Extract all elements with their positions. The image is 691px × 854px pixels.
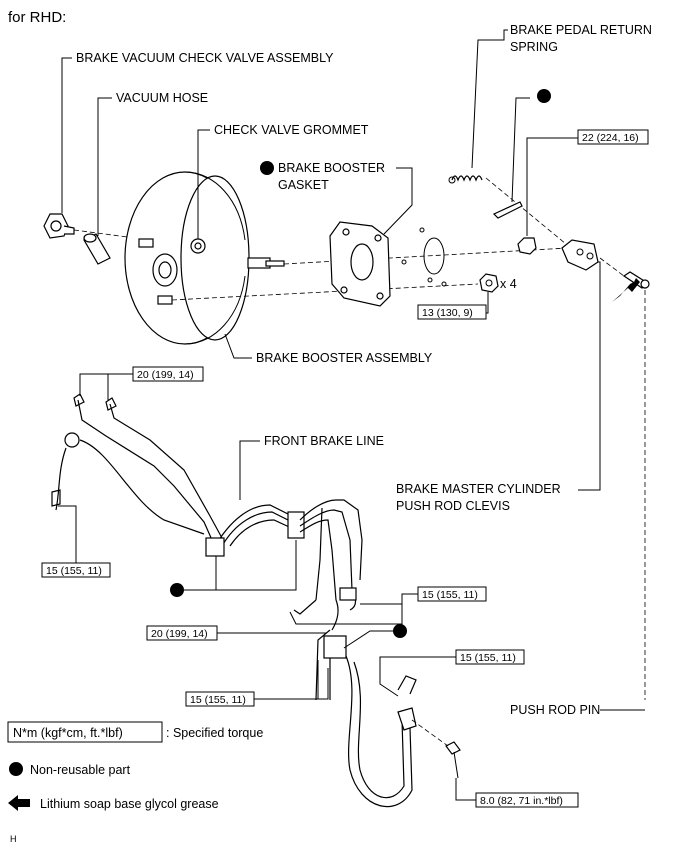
legend-torque-text: : Specified torque [166, 726, 263, 740]
clevis-nut-leader [526, 137, 578, 236]
return-spring-leader [471, 29, 508, 169]
vacuum-hose-part [83, 233, 111, 265]
nonreusable-legend-icon [9, 762, 23, 776]
check-valve-leader [61, 57, 72, 213]
grommet-leader [197, 129, 210, 239]
alignment-line [73, 229, 197, 247]
alignment-line [411, 719, 449, 747]
bracket-bolt-leader [455, 778, 476, 801]
booster-assembly-leader [224, 333, 252, 359]
check-valve-grommet-label: CHECK VALVE GROMMET [214, 123, 369, 137]
push-rod-pin-label: PUSH ROD PIN [510, 703, 600, 717]
vacuum-hose-leader [97, 97, 112, 236]
clevis-nut-part [517, 237, 537, 255]
booster-gasket-label-line1: BRAKE BOOSTER [278, 161, 385, 175]
bracket-bolt-part [445, 741, 461, 779]
clip-part [492, 201, 523, 219]
nonreusable-mark [260, 161, 274, 175]
torque-value-right-lower-union: 15 (155, 11) [460, 652, 516, 664]
legend-torque-box-text: N*m (kgf*cm, ft.*lbf) [13, 726, 123, 740]
alignment-line [599, 257, 625, 277]
nonreusable-mark [393, 624, 407, 638]
brake-line-pipes [51, 393, 417, 808]
torque-value-bracket-bolt: 8.0 (82, 71 in.*lbf) [480, 795, 563, 807]
grease-arrow-icon [612, 278, 640, 302]
booster-gasket-label-line2: GASKET [278, 178, 329, 192]
torque-value-upper-union: 20 (199, 14) [137, 369, 194, 381]
push-rod-clevis-part [561, 239, 599, 271]
torque-value-left-line: 15 (155, 11) [46, 565, 102, 577]
front-brake-line-leader [239, 440, 260, 500]
page-header: for RHD: [8, 9, 66, 26]
right-lower-union-leader [379, 656, 456, 697]
push-rod-clevis-label-line1: BRAKE MASTER CYLINDER [396, 482, 561, 496]
quantity-label: x 4 [500, 277, 517, 291]
brake-booster-assembly-part [124, 171, 285, 345]
booster-nut-part [479, 273, 499, 293]
vacuum-hose-label: VACUUM HOSE [116, 91, 208, 105]
torque-box [577, 129, 649, 145]
right-union-leader [360, 593, 418, 605]
nonreusable-mark [170, 583, 184, 597]
return-spring-label-line2: SPRING [510, 40, 558, 54]
nonreusable-leader [343, 630, 393, 649]
alignment-line [485, 177, 567, 245]
booster-nut-leader [486, 292, 489, 314]
grease-legend-icon [8, 795, 30, 811]
legend-nonreusable-text: Non-reusable part [30, 763, 131, 777]
upper-union-leader [79, 373, 133, 396]
front-brake-line-label: FRONT BRAKE LINE [264, 434, 384, 448]
torque-value-booster-nut: 13 (130, 9) [422, 307, 473, 319]
return-spring-label-line1: BRAKE PEDAL RETURN [510, 23, 652, 37]
torque-value-lower-union: 20 (199, 14) [151, 628, 208, 640]
legend-torque-box [7, 721, 163, 743]
torque-value-right-union: 15 (155, 11) [422, 589, 478, 601]
torque-box [475, 792, 579, 808]
brake-booster-gasket-part [329, 221, 391, 307]
push-rod-clevis-leader [578, 261, 601, 491]
clip-leader [511, 97, 530, 203]
nonreusable-mark [537, 89, 551, 103]
torque-value-bottom-union: 15 (155, 11) [190, 694, 246, 706]
legend-grease-text: Lithium soap base glycol grease [40, 797, 219, 811]
brake-pedal-return-spring-part [448, 175, 483, 184]
bottom-union-leader [254, 668, 329, 700]
booster-gasket-leader [383, 167, 413, 235]
alignment-line [171, 283, 479, 301]
gasket-mount-holes [401, 227, 447, 287]
left-line-leader [58, 505, 77, 563]
torque-value-clevis-nut: 22 (224, 16) [582, 132, 639, 144]
figure-code: H [10, 834, 17, 844]
right-union-leader [289, 604, 403, 625]
torque-box [417, 304, 487, 320]
brake-booster-assembly-label: BRAKE BOOSTER ASSEMBLY [256, 351, 433, 365]
push-rod-clevis-label-line2: PUSH ROD CLEVIS [396, 499, 510, 513]
check-valve-assembly-label: BRAKE VACUUM CHECK VALVE ASSEMBLY [76, 51, 334, 65]
check-valve-assembly-part [43, 213, 75, 239]
nonreusable-leader [184, 540, 297, 591]
